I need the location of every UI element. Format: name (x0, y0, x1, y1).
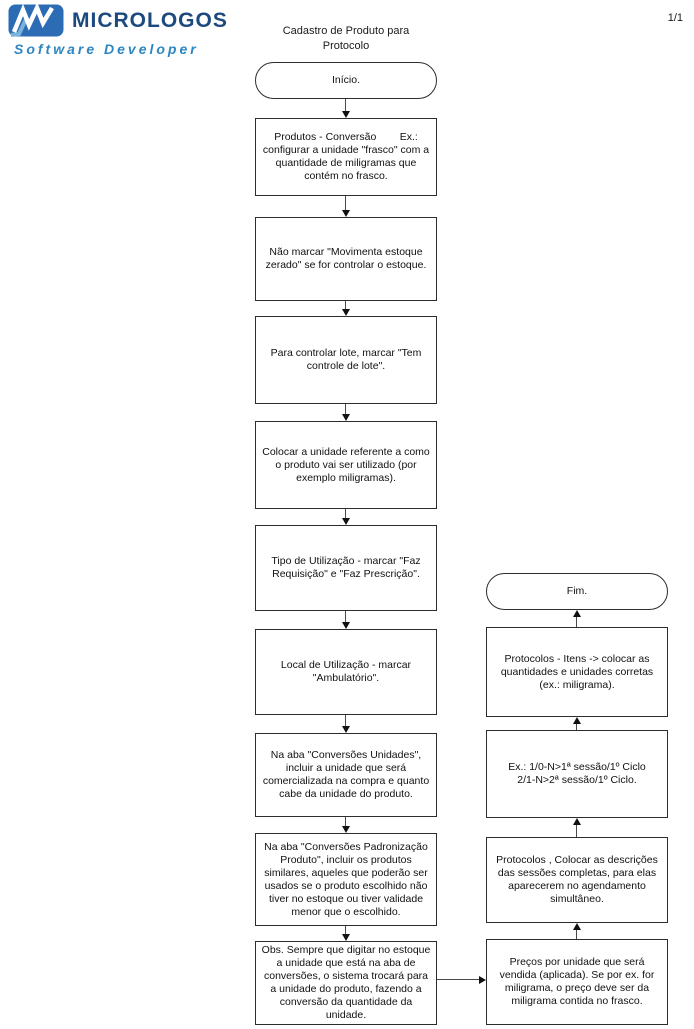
flow-node-start: Início. (255, 62, 437, 99)
flow-node-conversoes-padronizacao: Na aba "Conversões Padronização Produto"… (255, 833, 437, 926)
connector-line (345, 99, 347, 111)
connector-line (345, 301, 347, 309)
connector-line (576, 825, 578, 837)
arrow-down-icon (342, 111, 350, 118)
flow-node-local-utilizacao: Local de Utilização - marcar "Ambulatóri… (255, 629, 437, 715)
flow-node-tipo-utilizacao: Tipo de Utilização - marcar "Faz Requisi… (255, 525, 437, 611)
page-number: 1/1 (667, 12, 683, 24)
connector-line (576, 724, 578, 730)
flow-node-unidade-referente: Colocar a unidade referente a como o pro… (255, 421, 437, 509)
connector-line (576, 617, 578, 627)
arrow-up-icon (573, 717, 581, 724)
flow-node-precos-unidade: Preços por unidade que será vendida (apl… (486, 939, 668, 1025)
connector-line (345, 817, 347, 826)
flow-node-movimenta-estoque: Não marcar "Movimenta estoque zerado" se… (255, 217, 437, 301)
micrologos-logo: MICROLOGOS Software Developer (8, 4, 228, 57)
connector-line (345, 926, 347, 934)
arrow-down-icon (342, 309, 350, 316)
page-title: Cadastro de Produto para Protocolo (282, 25, 410, 52)
arrow-down-icon (342, 518, 350, 525)
flow-node-conversoes-unidades: Na aba "Conversões Unidades", incluir a … (255, 733, 437, 817)
connector-line (437, 979, 479, 981)
arrow-down-icon (342, 622, 350, 629)
flow-node-produtos-conversao: Produtos - Conversão Ex.: configurar a u… (255, 118, 437, 196)
flow-node-end: Fim. (486, 573, 668, 610)
connector-line (345, 509, 347, 518)
connector-line (345, 404, 347, 414)
arrow-down-icon (342, 826, 350, 833)
flow-node-exemplo-sessoes: Ex.: 1/0-N>1ª sessão/1º Ciclo 2/1-N>2ª s… (486, 730, 668, 818)
flow-node-protocolos-descricoes: Protocolos , Colocar as descrições das s… (486, 837, 668, 923)
flow-node-protocolos-itens: Protocolos - Itens -> colocar as quantid… (486, 627, 668, 717)
connector-line (345, 715, 347, 726)
arrow-down-icon (342, 726, 350, 733)
logo-brand-text: MICROLOGOS (72, 9, 228, 32)
connector-line (345, 611, 347, 622)
arrow-down-icon (342, 210, 350, 217)
flow-node-controle-lote: Para controlar lote, marcar "Tem control… (255, 316, 437, 404)
arrow-up-icon (573, 923, 581, 930)
arrow-up-icon (573, 610, 581, 617)
arrow-right-icon (479, 976, 486, 984)
arrow-up-icon (573, 818, 581, 825)
micrologos-logo-icon (8, 4, 64, 37)
connector-line (576, 930, 578, 939)
logo-tagline: Software Developer (14, 41, 199, 57)
arrow-down-icon (342, 414, 350, 421)
connector-line (345, 196, 347, 210)
flow-node-obs-estoque: Obs. Sempre que digitar no estoque a uni… (255, 941, 437, 1025)
arrow-down-icon (342, 934, 350, 941)
